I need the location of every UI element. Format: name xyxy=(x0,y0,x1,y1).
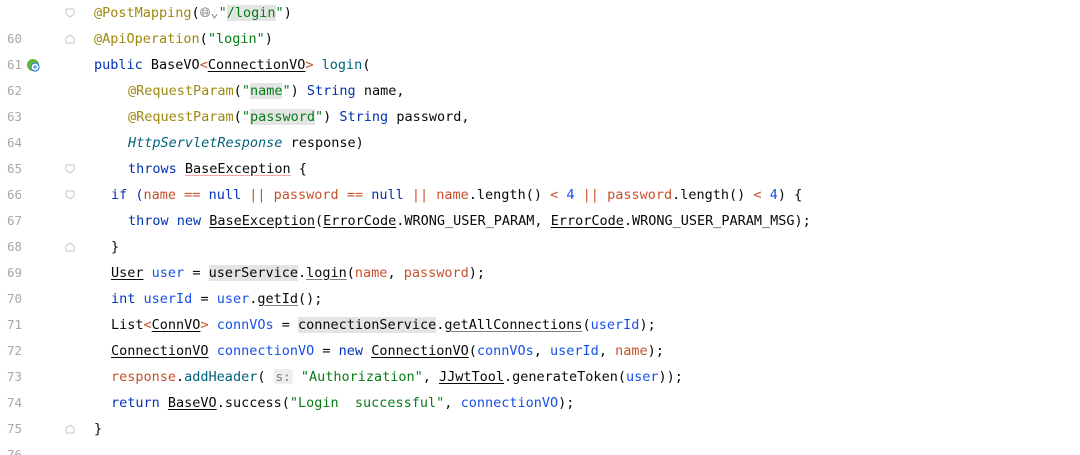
line-number: 64 xyxy=(6,135,22,150)
code-text: return BaseVO.success("Login successful"… xyxy=(111,395,575,411)
fold-marker-icon[interactable] xyxy=(64,7,76,19)
line-number: 75 xyxy=(6,421,22,436)
code-text: response.addHeader( s: "Authorization", … xyxy=(111,369,683,385)
code-line-74[interactable]: 74 response.addHeader( s: "Authorization… xyxy=(0,364,1080,410)
code-text: @RequestParam("name") String name, xyxy=(128,83,405,99)
code-line-62[interactable]: 62 public BaseVO<ConnectionVO> login( xyxy=(0,52,1080,98)
code-line-71[interactable]: 71 int userId = user.getId(); xyxy=(0,286,1080,332)
line-number: 74 xyxy=(6,395,22,410)
line-number: 70 xyxy=(6,291,22,306)
line-number: 76 xyxy=(6,447,22,455)
code-text: public BaseVO<ConnectionVO> login( xyxy=(94,57,371,73)
line-number: 65 xyxy=(6,161,22,176)
line-number: 73 xyxy=(6,369,22,384)
line-number: 60 xyxy=(6,31,22,46)
code-text: @RequestParam("password") String passwor… xyxy=(128,109,470,125)
code-line-61[interactable]: 61 @ApiOperation("login") xyxy=(0,26,1080,72)
line-number: 68 xyxy=(6,239,22,254)
fold-marker-icon[interactable] xyxy=(64,33,76,45)
line-number: 71 xyxy=(6,317,22,332)
fold-marker-icon[interactable] xyxy=(64,241,76,253)
code-text: ConnectionVO connectionVO = new Connecti… xyxy=(111,343,664,359)
code-text: throw new BaseException(ErrorCode.WRONG_… xyxy=(128,213,811,229)
line-number: 62 xyxy=(6,83,22,98)
code-line-75[interactable]: 75 return BaseVO.success("Login successf… xyxy=(0,390,1080,436)
code-line-65[interactable]: 65 HttpServletResponse response) xyxy=(0,130,1080,176)
line-number: 67 xyxy=(6,213,22,228)
code-text: throws BaseException { xyxy=(128,161,307,177)
code-text: HttpServletResponse response) xyxy=(128,135,364,151)
code-line-68[interactable]: 68 throw new BaseException(ErrorCode.WRO… xyxy=(0,208,1080,254)
code-line-67[interactable]: 67 if (name == null || password == null … xyxy=(0,182,1080,228)
code-text: List<ConnVO> connVOs = connectionService… xyxy=(111,317,656,333)
bean-method-gutter-icon[interactable] xyxy=(26,58,40,72)
line-number: 69 xyxy=(6,265,22,280)
code-line-60[interactable]: 60 @PostMapping(🌐︎⌄"/login") xyxy=(0,0,1080,46)
line-number: 66 xyxy=(6,187,22,202)
fold-marker-icon[interactable] xyxy=(64,163,76,175)
line-number: 63 xyxy=(6,109,22,124)
code-text: @ApiOperation("login") xyxy=(94,31,273,47)
fold-marker-icon[interactable] xyxy=(64,189,76,201)
fold-marker-icon[interactable] xyxy=(64,423,76,435)
code-line-70[interactable]: 70 User user = userService.login(name, p… xyxy=(0,260,1080,306)
code-line-72[interactable]: 72 List<ConnVO> connVOs = connectionServ… xyxy=(0,312,1080,358)
code-text: User user = userService.login(name, pass… xyxy=(111,265,485,281)
code-text: } xyxy=(94,421,103,437)
code-line-69[interactable]: 69 } xyxy=(0,234,1080,280)
line-number: 72 xyxy=(6,343,22,358)
code-line-63[interactable]: 63 @RequestParam("name") String name, xyxy=(0,78,1080,124)
line-number: 61 xyxy=(6,57,22,72)
parameter-hint: s: xyxy=(273,369,293,384)
code-line-66[interactable]: 66 throws BaseException { xyxy=(0,156,1080,202)
web-endpoint-icon[interactable]: 🌐︎⌄ xyxy=(199,5,219,21)
code-line-73[interactable]: 73 ConnectionVO connectionVO = new Conne… xyxy=(0,338,1080,384)
code-text: if (name == null || password == null || … xyxy=(111,187,803,203)
code-text: @PostMapping(🌐︎⌄"/login") xyxy=(94,0,292,26)
code-line-64[interactable]: 64 @RequestParam("password") String pass… xyxy=(0,104,1080,150)
code-text: int userId = user.getId(); xyxy=(111,291,323,307)
code-line-76[interactable]: 76 } xyxy=(0,416,1080,455)
code-text: } xyxy=(111,239,120,255)
code-line-partial xyxy=(0,442,1080,455)
